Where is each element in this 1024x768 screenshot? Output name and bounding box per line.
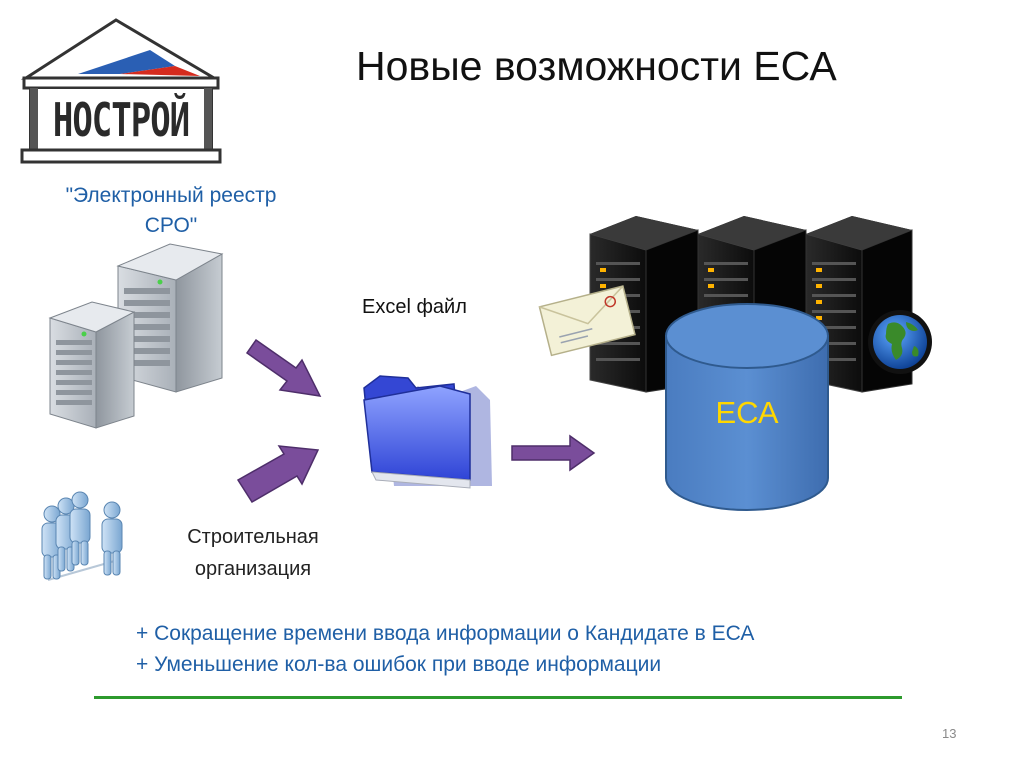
- people-icon: [41, 491, 123, 581]
- organization-label: Строительная организация: [187, 526, 319, 580]
- registry-label: "Электронный реестр СРО": [65, 184, 277, 237]
- server-icon: [48, 243, 224, 429]
- folder-icon: [363, 375, 492, 489]
- database-label: ЕСА: [715, 395, 779, 430]
- benefit-item: + Уменьшение кол-ва ошибок при вводе инф…: [136, 653, 662, 676]
- globe-icon: [868, 310, 932, 374]
- arrow-icon: [236, 445, 320, 504]
- arrow-icon: [245, 338, 322, 397]
- database-icon: [665, 303, 829, 511]
- benefit-item: + Сокращение времени ввода информации о …: [136, 622, 755, 645]
- page-number: 13: [942, 726, 957, 741]
- logo-text: НОСТРОЙ: [52, 94, 190, 148]
- nostroy-logo: [20, 18, 222, 164]
- excel-file-label: Excel файл: [362, 296, 467, 318]
- envelope-icon: [538, 285, 636, 357]
- benefits-list: + Сокращение времени ввода информации о …: [136, 618, 754, 680]
- divider-line: [94, 696, 902, 699]
- arrow-icon: [511, 434, 596, 472]
- page-title: Новые возможности ЕСА: [356, 43, 837, 89]
